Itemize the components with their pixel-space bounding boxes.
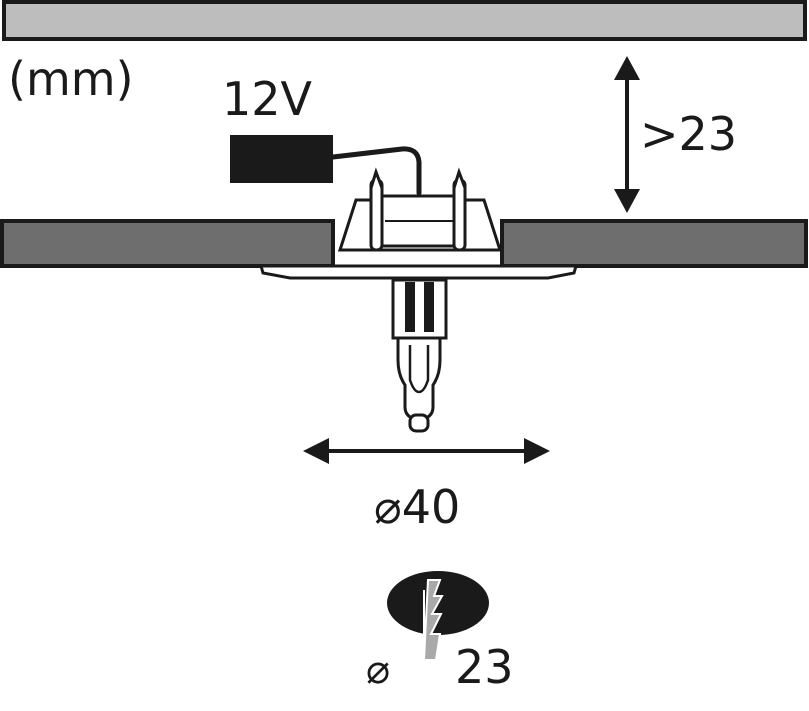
ceiling-slab	[2, 0, 807, 41]
hole-diameter-symbol: ⌀	[366, 647, 390, 693]
diameter-dimension-label: ⌀40	[374, 480, 460, 534]
mounting-panel-left	[0, 219, 335, 268]
units-label: (mm)	[8, 52, 134, 106]
diameter-dimension-arrow	[303, 438, 550, 464]
driver-box	[230, 135, 333, 183]
mounting-panel-right	[500, 219, 808, 268]
lamp-flange	[259, 264, 578, 280]
hole-diameter-value: 23	[455, 640, 514, 694]
halogen-bulb	[391, 278, 448, 433]
spring-clip-left	[369, 167, 384, 252]
driver-cable	[330, 146, 422, 196]
height-dimension-label: >23	[640, 107, 737, 161]
voltage-label: 12V	[222, 72, 313, 126]
height-dimension-arrow	[614, 56, 640, 213]
drill-hole-icon	[387, 571, 489, 661]
spring-clip-right	[452, 167, 467, 252]
